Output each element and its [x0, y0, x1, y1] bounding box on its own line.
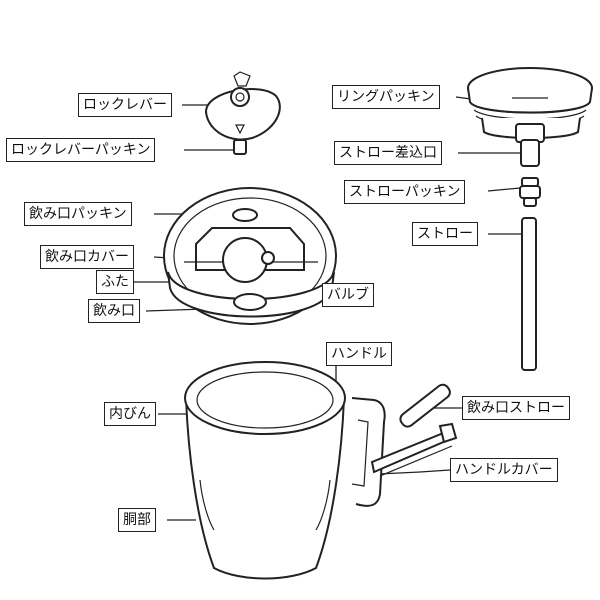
handle-cover-label: ハンドルカバー — [450, 458, 558, 482]
straw-socket-label: ストロー差込口 — [334, 141, 442, 165]
straw-part — [522, 218, 536, 370]
straw-label: ストロー — [412, 222, 478, 246]
lock-lever-part — [206, 72, 280, 154]
lock-lever-label: ロックレバー — [78, 93, 172, 117]
ring-packing-part — [468, 68, 592, 166]
mouth-packing-label: 飲み口パッキン — [24, 202, 132, 226]
body-label: 胴部 — [118, 508, 156, 532]
handle-label: ハンドル — [326, 342, 392, 366]
mouth-cover-label: 飲み口カバー — [40, 245, 134, 269]
mug-part — [185, 362, 385, 579]
valve-label: バルブ — [322, 283, 374, 307]
inner-bottle-label: 内びん — [104, 402, 156, 426]
mouth-straw-part — [398, 382, 452, 429]
ring-packing-label: リングパッキン — [332, 85, 440, 109]
lid-label: ふた — [96, 270, 134, 294]
mouth-straw-label: 飲み口ストロー — [462, 396, 570, 420]
mouth-label: 飲み口 — [88, 299, 140, 323]
straw-packing-part — [520, 178, 540, 206]
straw-packing-label: ストローパッキン — [344, 180, 465, 204]
lid-part — [164, 188, 336, 324]
lock-lever-packing-label: ロックレバーパッキン — [6, 138, 155, 162]
handle-cover-part — [372, 424, 456, 476]
